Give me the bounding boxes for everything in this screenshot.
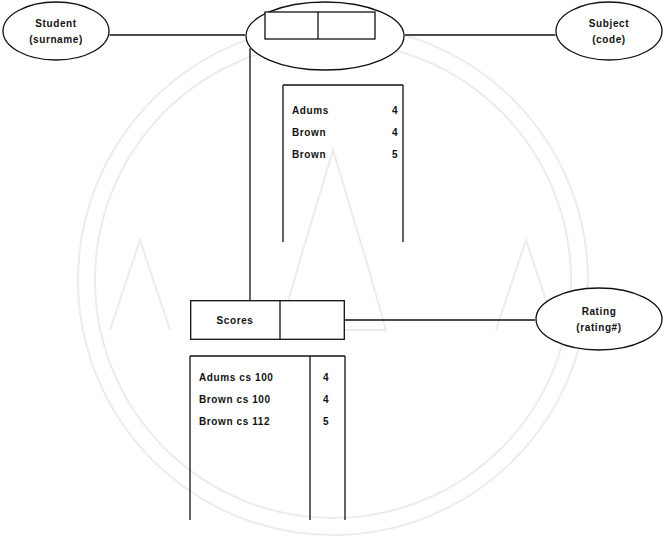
table-cell: Brown cs 112	[198, 416, 271, 428]
table-cell: Brown cs 100	[198, 394, 272, 406]
entity-name: Scores	[217, 314, 254, 327]
reference-mode: (code)	[592, 33, 626, 46]
connector-line	[110, 34, 246, 35]
reference-mode: (surname)	[29, 33, 83, 46]
entity-ellipse: Student (surname)	[2, 1, 110, 61]
fact-box: Scores	[190, 300, 345, 340]
table-cell: 4	[391, 105, 399, 117]
table-cell: 5	[391, 149, 399, 161]
connector-line	[345, 319, 535, 320]
connector-line	[405, 34, 556, 35]
connector-line	[249, 48, 250, 300]
entity-name: Subject	[589, 17, 629, 30]
ellipse-outline	[2, 1, 110, 61]
entity-ellipse: Subject (code)	[555, 1, 663, 61]
entity-name: Student	[35, 17, 76, 30]
table-lines	[190, 85, 403, 520]
watermark	[78, 25, 588, 535]
table-cell: Brown	[291, 149, 327, 161]
table-cell: 4	[391, 127, 399, 139]
text-block: Subject (code)	[555, 1, 663, 61]
table-cell: Brown	[291, 127, 327, 139]
text-block	[245, 1, 405, 71]
table-cell: 5	[322, 416, 330, 428]
reference-mode: (rating#)	[576, 321, 621, 334]
table-cell: Adums cs 100	[198, 372, 274, 384]
text-block: Rating (rating#)	[535, 287, 663, 351]
table-cell: Adums	[291, 105, 330, 117]
text-block: Scores	[190, 300, 280, 340]
entity-ellipse: Rating (rating#)	[535, 287, 663, 351]
ellipse-outline	[555, 1, 663, 61]
fact-ellipse	[245, 1, 405, 71]
ellipse-outline	[535, 287, 663, 351]
box-outline	[190, 300, 345, 340]
entity-name: Rating	[582, 305, 617, 318]
table-cell: 4	[322, 394, 330, 406]
table-cell: 4	[322, 372, 330, 384]
text-block: Student (surname)	[2, 1, 110, 61]
ellipse-outline	[245, 1, 405, 71]
